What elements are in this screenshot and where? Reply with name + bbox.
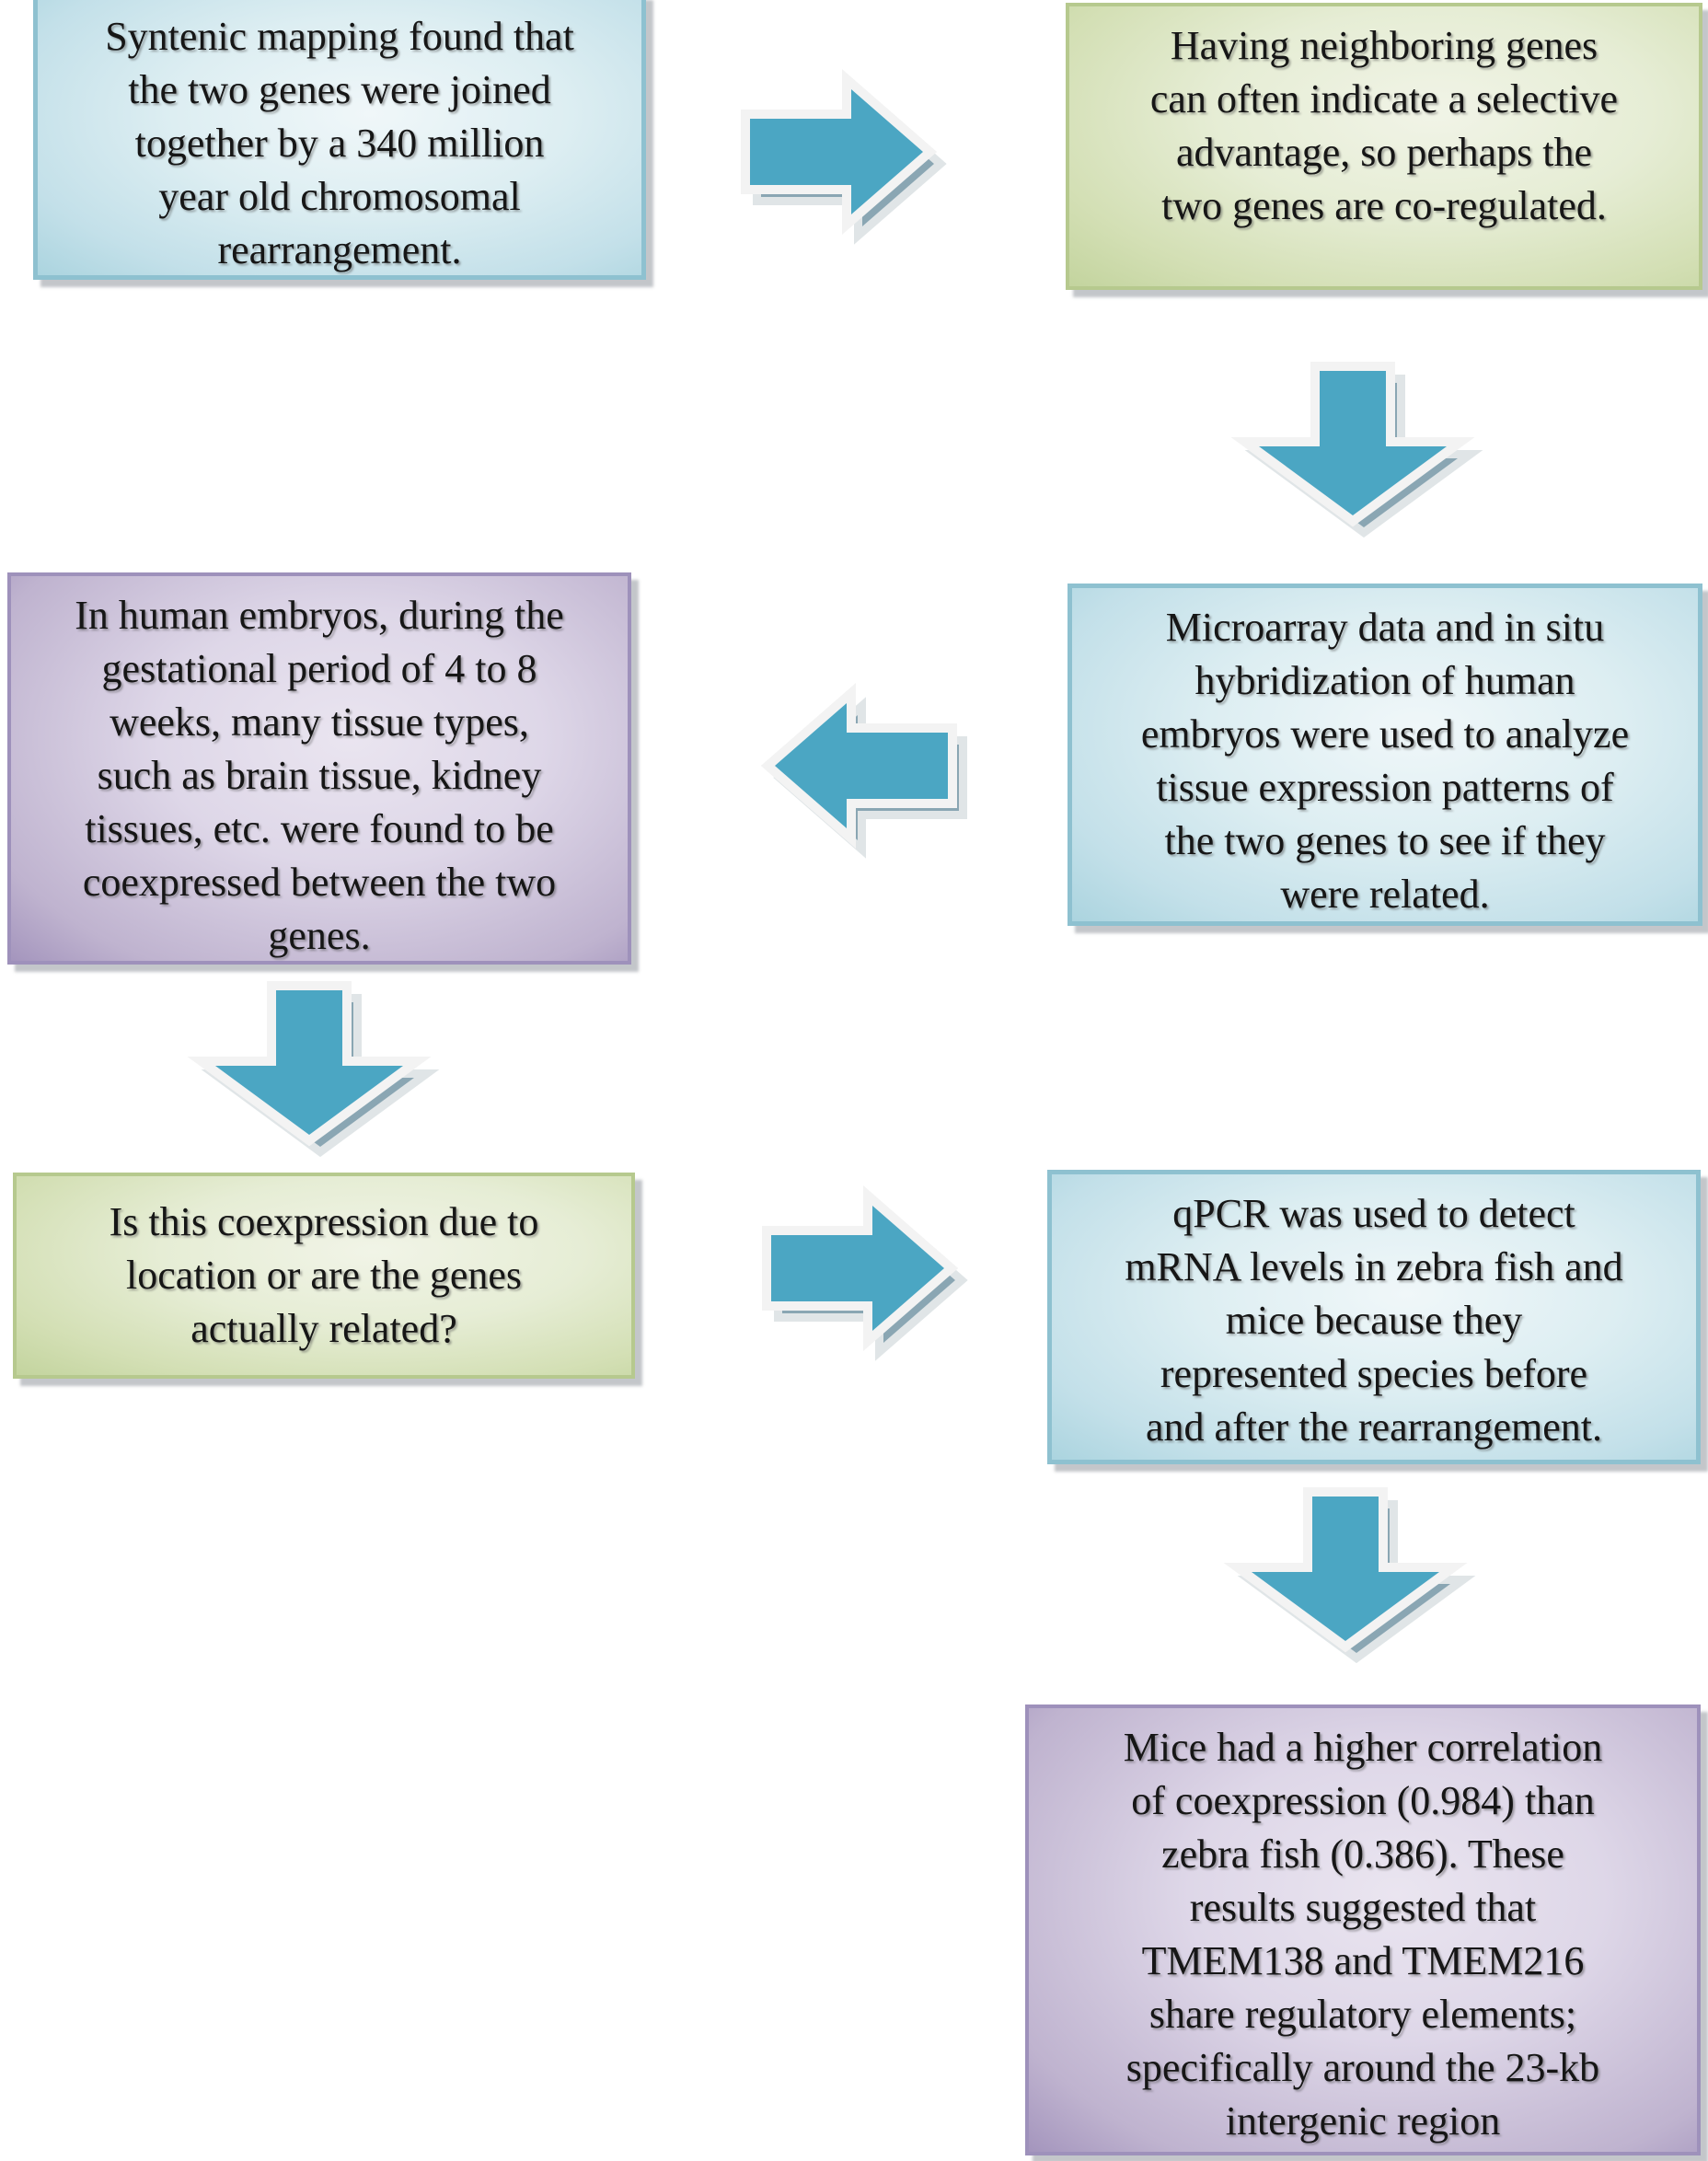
left-arrow-icon: [760, 683, 967, 859]
flow-box-coexpression-question: Is this coexpression due to location or …: [13, 1173, 635, 1379]
flow-box-text: Syntenic mapping found that the two gene…: [105, 14, 574, 272]
flow-box-text: qPCR was used to detect mRNA levels in z…: [1125, 1191, 1623, 1450]
flow-box-microarray-in-situ: Microarray data and in situ hybridizatio…: [1068, 584, 1702, 926]
down-arrow-icon: [1223, 1487, 1476, 1664]
flow-box-results-correlation: Mice had a higher correlation of coexpre…: [1025, 1705, 1701, 2155]
right-arrow-icon: [762, 1185, 968, 1361]
flow-box-text: In human embryos, during the gestational…: [75, 593, 564, 958]
flow-box-qpcr-mrna: qPCR was used to detect mRNA levels in z…: [1047, 1170, 1701, 1464]
flow-box-syntenic-mapping: Syntenic mapping found that the two gene…: [33, 0, 646, 280]
flow-box-text: Mice had a higher correlation of coexpre…: [1123, 1725, 1603, 2144]
flow-box-text: Microarray data and in situ hybridizatio…: [1140, 605, 1630, 917]
down-arrow-icon: [1230, 362, 1483, 538]
flow-box-text: Having neighboring genes can often indic…: [1149, 23, 1619, 228]
flow-box-text: Is this coexpression due to location or …: [109, 1199, 539, 1351]
right-arrow-icon: [741, 69, 947, 245]
down-arrow-icon: [187, 981, 440, 1158]
flow-box-neighboring-genes: Having neighboring genes can often indic…: [1066, 3, 1702, 290]
flow-box-human-embryos-coexpression: In human embryos, during the gestational…: [7, 572, 631, 965]
